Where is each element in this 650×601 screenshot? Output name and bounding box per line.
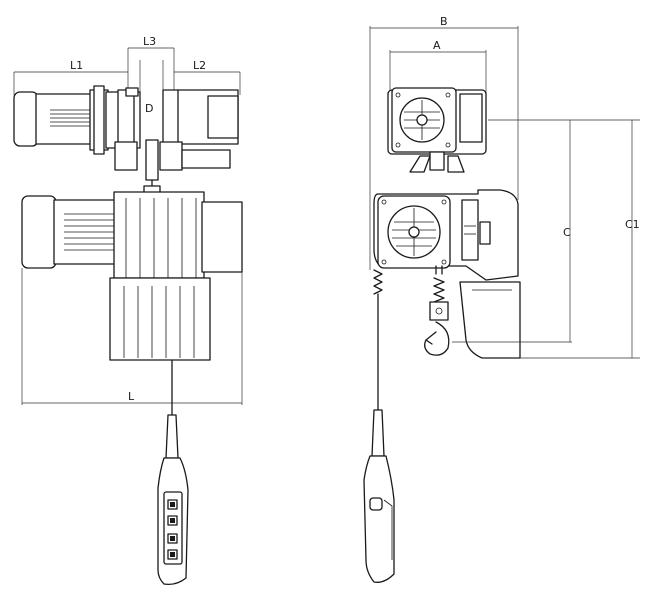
label-A: A [433, 39, 441, 52]
hoist-body [109, 191, 243, 361]
label-L3: L3 [143, 35, 156, 48]
dim-C [452, 119, 640, 359]
side-pendant [363, 269, 395, 583]
label-B: B [440, 15, 448, 28]
dimension-labels: L1 L3 L2 D L B A C C1 [70, 15, 640, 403]
label-L1: L1 [70, 59, 83, 72]
side-trolley [387, 87, 487, 173]
front-pendant [157, 359, 189, 586]
side-hoist [373, 189, 519, 281]
hoist-motor [21, 195, 117, 269]
label-L2: L2 [193, 59, 206, 72]
trolley-frame [114, 87, 239, 197]
label-D: D [145, 102, 153, 115]
label-L: L [128, 390, 135, 403]
dim-top-side [369, 26, 519, 270]
dim-L [21, 268, 243, 405]
label-C: C [563, 226, 571, 239]
front-view [13, 47, 243, 586]
hook-block [424, 265, 450, 356]
chain-container [459, 281, 521, 359]
label-C1: C1 [625, 218, 640, 231]
side-view [363, 26, 640, 583]
